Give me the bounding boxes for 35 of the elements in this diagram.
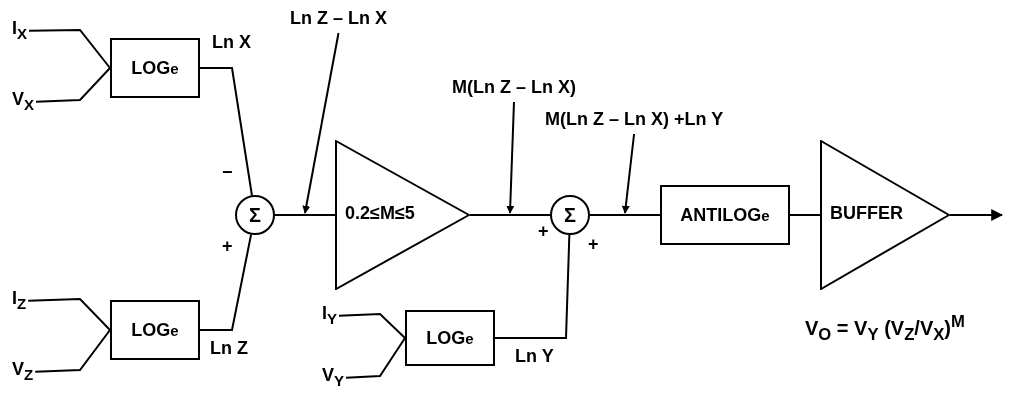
gain-label: 0.2≤M≤5 [345,203,415,224]
wire [27,298,111,331]
summing-junction: Σ [235,195,275,235]
leader-line [302,32,340,214]
input-label: I$_{Z}$ [12,285,27,317]
arrow [949,209,1004,221]
leader-line [506,101,515,214]
output-formula: V$_{O}$ = V$_{Y}$ (V$_{Z}$/V$_{X}$)$^{M}$ [805,311,965,346]
wire [469,214,551,216]
input-label: V$_{Y}$ [322,362,345,394]
wire [589,214,661,216]
signal-label: M(Ln Z – Ln X) +Ln Y [545,106,724,132]
wire [345,337,406,379]
wire [199,67,253,197]
summing-junction: Σ [550,195,590,235]
wire [35,67,111,103]
signal-label: M(Ln Z – Ln X) [452,74,576,100]
signal-label: Ln Z – Ln X [290,5,387,31]
plus-sign: + [222,235,233,258]
wire [338,313,406,339]
plus-sign: + [538,220,549,243]
wire [274,214,336,216]
input-label: I$_{X}$ [12,15,28,47]
plus-sign: + [588,233,599,256]
wire [494,234,571,339]
wire [28,29,111,69]
input-label: V$_{X}$ [12,86,35,118]
input-label: I$_{Y}$ [322,300,338,332]
wire [199,233,253,331]
minus-sign: − [222,161,233,184]
wire [34,329,111,373]
leader-line [621,133,636,214]
input-label: V$_{Z}$ [12,356,34,388]
buffer-label: BUFFER [830,203,903,224]
wire [789,214,821,216]
